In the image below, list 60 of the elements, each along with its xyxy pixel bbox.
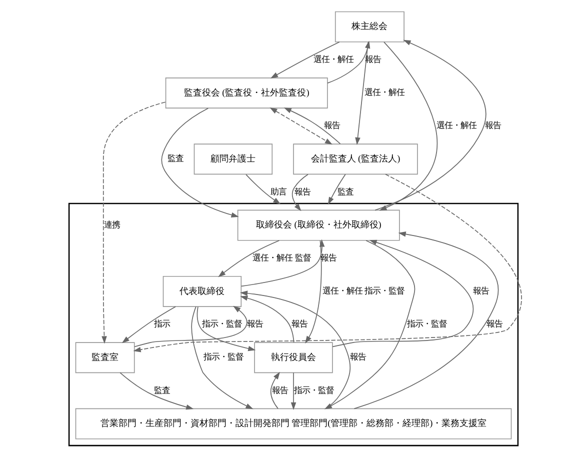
edge-label: 報告 [486, 320, 502, 329]
edge-label: 報告 [324, 121, 340, 130]
arrow [326, 40, 370, 84]
arrow [290, 372, 296, 410]
node-box: 顧問弁護士 [193, 144, 272, 175]
arrow [374, 40, 486, 211]
arrow [119, 372, 194, 410]
node-box: 営業部門・生産部門・資材部門・設計開発部門 管理部門(管理部・総務部・経理部)・業務支援室 [74, 408, 512, 440]
edge-label: 報告 [246, 320, 262, 329]
arrow [121, 306, 176, 344]
edge-label: 報告 [290, 320, 307, 329]
edge-label: 選任・解任 指示・監督 [322, 286, 404, 296]
node-box: 株主総会 [334, 11, 404, 42]
node-box: 監査役会 (監査役・社外監査役) [164, 77, 328, 108]
edge-label: 指示・監督 [203, 352, 244, 362]
edge-label: 助言 [270, 187, 286, 196]
arrow [160, 108, 238, 218]
edge-label: 報告 [472, 286, 489, 296]
arrow [304, 240, 322, 344]
arrow [291, 174, 308, 212]
arrow [218, 240, 280, 278]
node-box: 監査室 [74, 342, 134, 374]
arrow [196, 306, 256, 352]
arrow [101, 102, 166, 344]
node-box: 会計監査人 (監査法人) [292, 144, 418, 175]
edge-label: 報告 [364, 54, 381, 64]
arrow [134, 306, 247, 348]
arrow [354, 42, 368, 146]
edge-label: 指示・監督 [406, 320, 447, 329]
edge-label: 指示 [154, 320, 170, 329]
edge-label: 選任・解任 [436, 121, 476, 130]
node-box: 執行役員会 [254, 342, 332, 374]
edge-label: 指示・監督 [294, 386, 334, 395]
arrow [353, 232, 498, 410]
arrow [327, 174, 346, 205]
edge-label: 監査 [166, 154, 183, 164]
edge-label: 報告 [294, 187, 310, 196]
edge-label: 報告 [272, 386, 288, 395]
edge-label: 報告 [484, 121, 500, 130]
node-box: 代表取締役 [162, 276, 242, 307]
arrow [269, 107, 332, 145]
arrow [245, 174, 280, 204]
edge-label: 指示・監督 [201, 320, 242, 329]
arrow [270, 372, 280, 409]
arrow [190, 306, 253, 410]
edge-label: 監査 [336, 187, 353, 196]
edge-label: 監査 [154, 386, 170, 395]
arrow [283, 108, 340, 144]
arrow [378, 42, 437, 211]
arrow [332, 240, 474, 348]
edge-label: 連携 [103, 220, 120, 230]
edge-label: 選任・解任 監督 [252, 253, 310, 262]
arrow [270, 42, 340, 78]
arrow [240, 239, 324, 287]
edge-label: 選任・解任 [364, 88, 404, 98]
arrow [240, 296, 294, 343]
arrow [132, 174, 522, 352]
node-box: 取締役会 (取締役・社外取締役) [236, 210, 400, 241]
edge-label: 選任・解任 [312, 54, 353, 64]
edge-label: 報告 [349, 352, 366, 362]
